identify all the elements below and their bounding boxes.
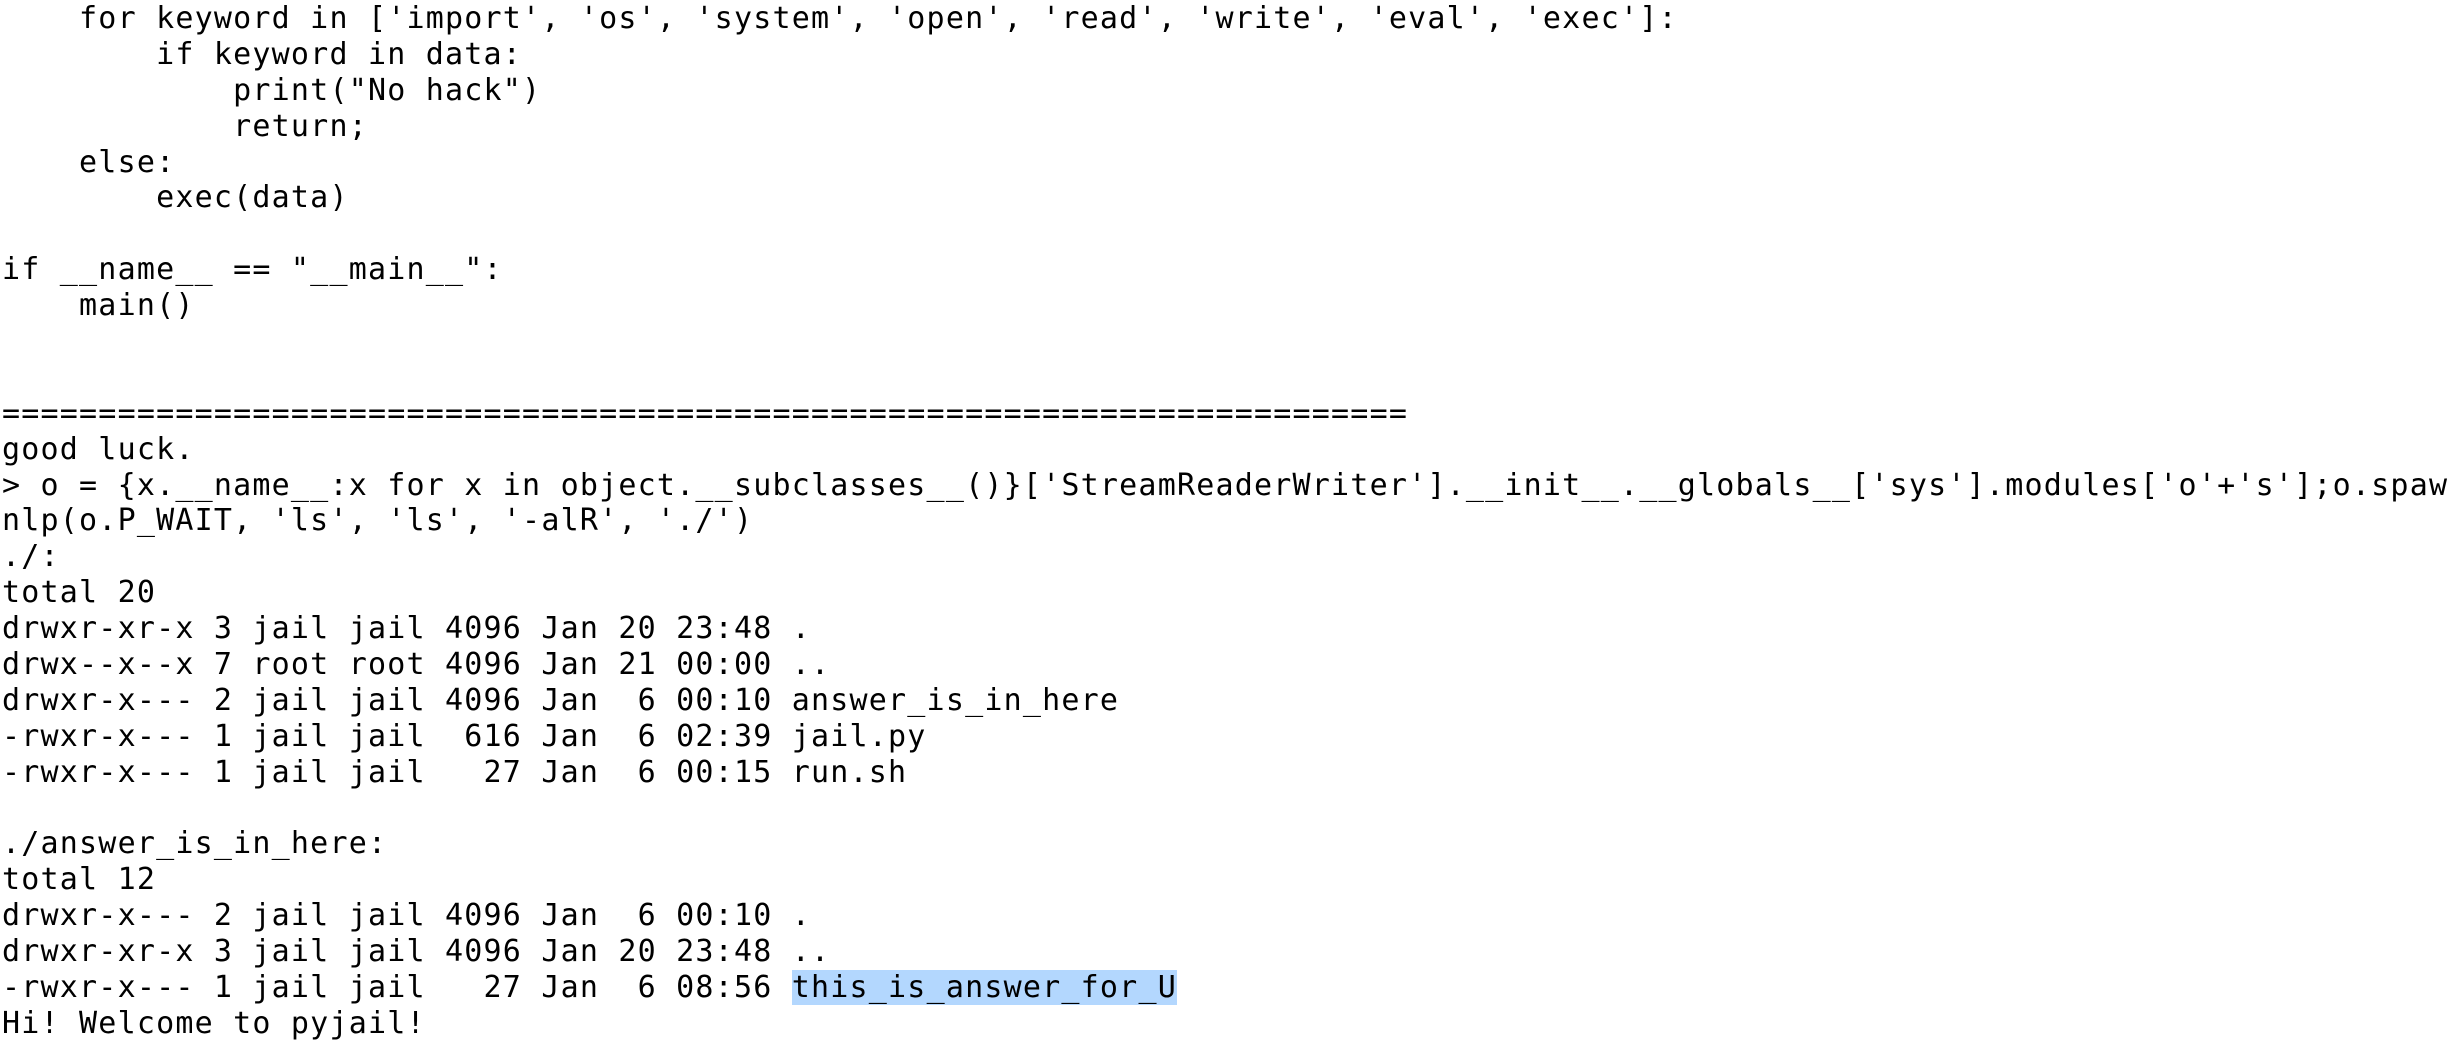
terminal-line: exec(data) <box>2 180 2448 216</box>
terminal-line: main() <box>2 288 2448 324</box>
terminal-line: good luck. <box>2 432 2448 468</box>
terminal-line: drwxr-xr-x 3 jail jail 4096 Jan 20 23:48… <box>2 934 2448 970</box>
terminal-line: ./: <box>2 539 2448 575</box>
terminal-line-text: drwxr-x--- 2 jail jail 4096 Jan 6 00:10 … <box>2 682 1120 718</box>
terminal-line <box>2 360 2448 396</box>
terminal-line-text: total 12 <box>2 862 157 898</box>
terminal-line: if __name__ == "__main__": <box>2 252 2448 288</box>
selected-text[interactable]: this_is_answer_for_U <box>791 970 1177 1006</box>
terminal-line: ./answer_is_in_here: <box>2 826 2448 862</box>
terminal-line-text: > o = {x.__name__:x for x in object.__su… <box>2 467 2449 503</box>
terminal-line-text: print("No hack") <box>2 72 542 108</box>
terminal-line-text: nlp(o.P_WAIT, 'ls', 'ls', '-alR', './') <box>2 503 754 539</box>
terminal-line-text: drwxr-xr-x 3 jail jail 4096 Jan 20 23:48… <box>2 934 831 970</box>
terminal-line: > o = {x.__name__:x for x in object.__su… <box>2 468 2448 504</box>
terminal-line-text: ./answer_is_in_here: <box>2 826 388 862</box>
terminal-line: nlp(o.P_WAIT, 'ls', 'ls', '-alR', './') <box>2 503 2448 539</box>
terminal-line-text: drwxr-xr-x 3 jail jail 4096 Jan 20 23:48… <box>2 611 811 647</box>
terminal-line: total 20 <box>2 575 2448 611</box>
terminal-line: else: <box>2 145 2448 181</box>
terminal-line: drwxr-x--- 2 jail jail 4096 Jan 6 00:10 … <box>2 683 2448 719</box>
terminal-line-text: for keyword in ['import', 'os', 'system'… <box>2 1 1678 36</box>
terminal-line-text: ========================================… <box>2 395 1409 431</box>
terminal-line-text: exec(data) <box>2 180 349 216</box>
terminal-line: total 12 <box>2 862 2448 898</box>
terminal-line: return; <box>2 109 2448 145</box>
terminal-line-text: main() <box>2 288 195 324</box>
terminal-line <box>2 324 2448 360</box>
terminal-line: Hi! Welcome to pyjail! <box>2 1006 2448 1042</box>
terminal-line-text: drwxr-x--- 2 jail jail 4096 Jan 6 00:10 … <box>2 898 811 934</box>
terminal-line-text: -rwxr-x--- 1 jail jail 27 Jan 6 00:15 ru… <box>2 754 908 790</box>
terminal-line-text: total 20 <box>2 575 157 611</box>
terminal-line-text: ./: <box>2 539 60 575</box>
terminal-line-text: drwx--x--x 7 root root 4096 Jan 21 00:00… <box>2 647 831 683</box>
terminal-line: ========================================… <box>2 396 2448 432</box>
terminal-line <box>2 216 2448 252</box>
terminal-line <box>2 791 2448 827</box>
terminal-line: for keyword in ['import', 'os', 'system'… <box>2 1 2448 37</box>
terminal-line-text: if __name__ == "__main__": <box>2 252 503 288</box>
terminal-line-text: good luck. <box>2 431 195 467</box>
terminal-line-text: else: <box>2 144 176 180</box>
terminal-line-text: Hi! Welcome to pyjail! <box>2 1005 426 1041</box>
terminal-line: drwxr-xr-x 3 jail jail 4096 Jan 20 23:48… <box>2 611 2448 647</box>
terminal-line-text: if keyword in data: <box>2 36 523 72</box>
terminal-line-text: -rwxr-x--- 1 jail jail 27 Jan 6 08:56 <box>2 970 792 1006</box>
terminal-line: if keyword in data: <box>2 37 2448 73</box>
terminal-line: drwx--x--x 7 root root 4096 Jan 21 00:00… <box>2 647 2448 683</box>
terminal-line: print("No hack") <box>2 73 2448 109</box>
terminal-line: -rwxr-x--- 1 jail jail 27 Jan 6 08:56 th… <box>2 970 2448 1006</box>
terminal-line: drwxr-x--- 2 jail jail 4096 Jan 6 00:10 … <box>2 898 2448 934</box>
terminal-line-text: -rwxr-x--- 1 jail jail 616 Jan 6 02:39 j… <box>2 718 927 754</box>
terminal-line-text: return; <box>2 108 368 144</box>
terminal-line: -rwxr-x--- 1 jail jail 616 Jan 6 02:39 j… <box>2 719 2448 755</box>
terminal-line: -rwxr-x--- 1 jail jail 27 Jan 6 00:15 ru… <box>2 755 2448 791</box>
